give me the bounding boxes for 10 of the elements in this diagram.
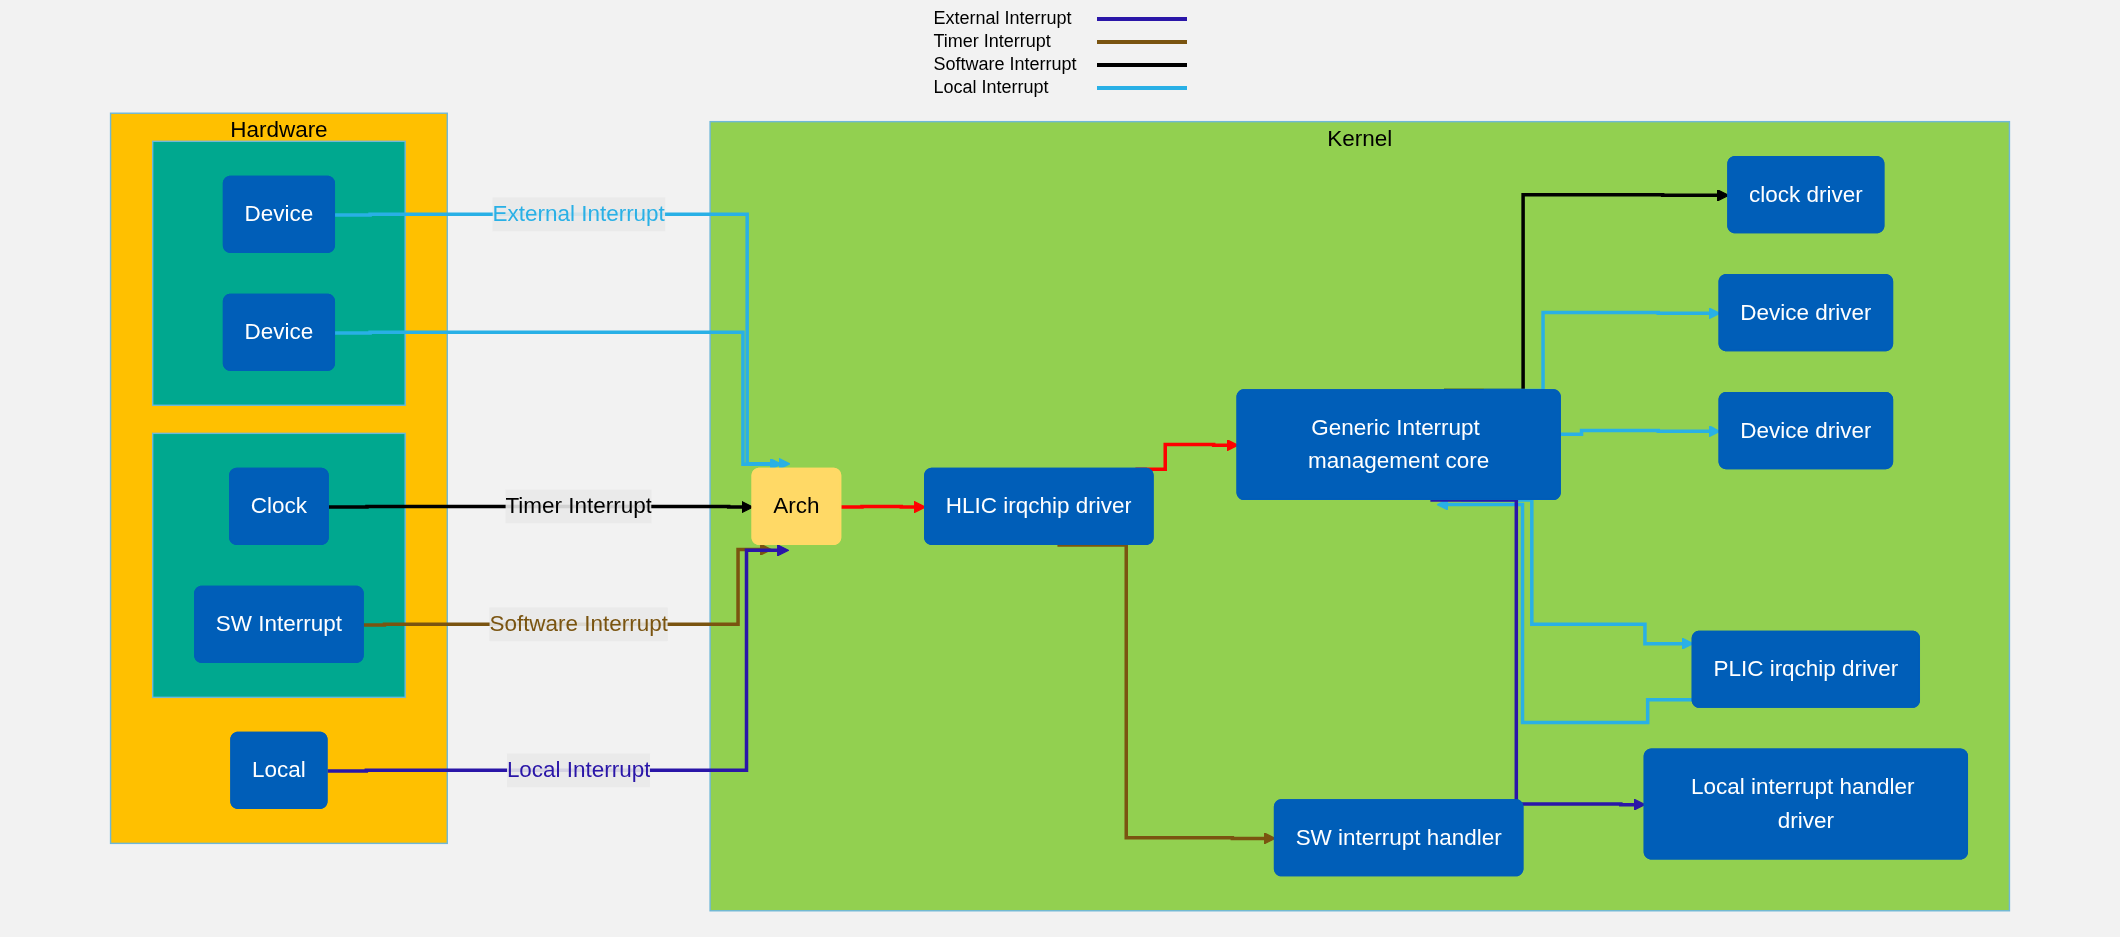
legend-label: Software Interrupt	[933, 54, 1077, 75]
legend-label: Local Interrupt	[933, 77, 1050, 98]
edge-label: External Interrupt	[492, 201, 665, 226]
legend-label: Timer Interrupt	[933, 31, 1052, 52]
cluster	[152, 432, 406, 699]
edge-label: Software Interrupt	[489, 611, 668, 636]
cluster	[152, 140, 406, 406]
edge-label: Local Interrupt	[506, 757, 651, 782]
legend-label: External Interrupt	[933, 8, 1073, 29]
edge-label: Timer Interrupt	[505, 493, 652, 518]
